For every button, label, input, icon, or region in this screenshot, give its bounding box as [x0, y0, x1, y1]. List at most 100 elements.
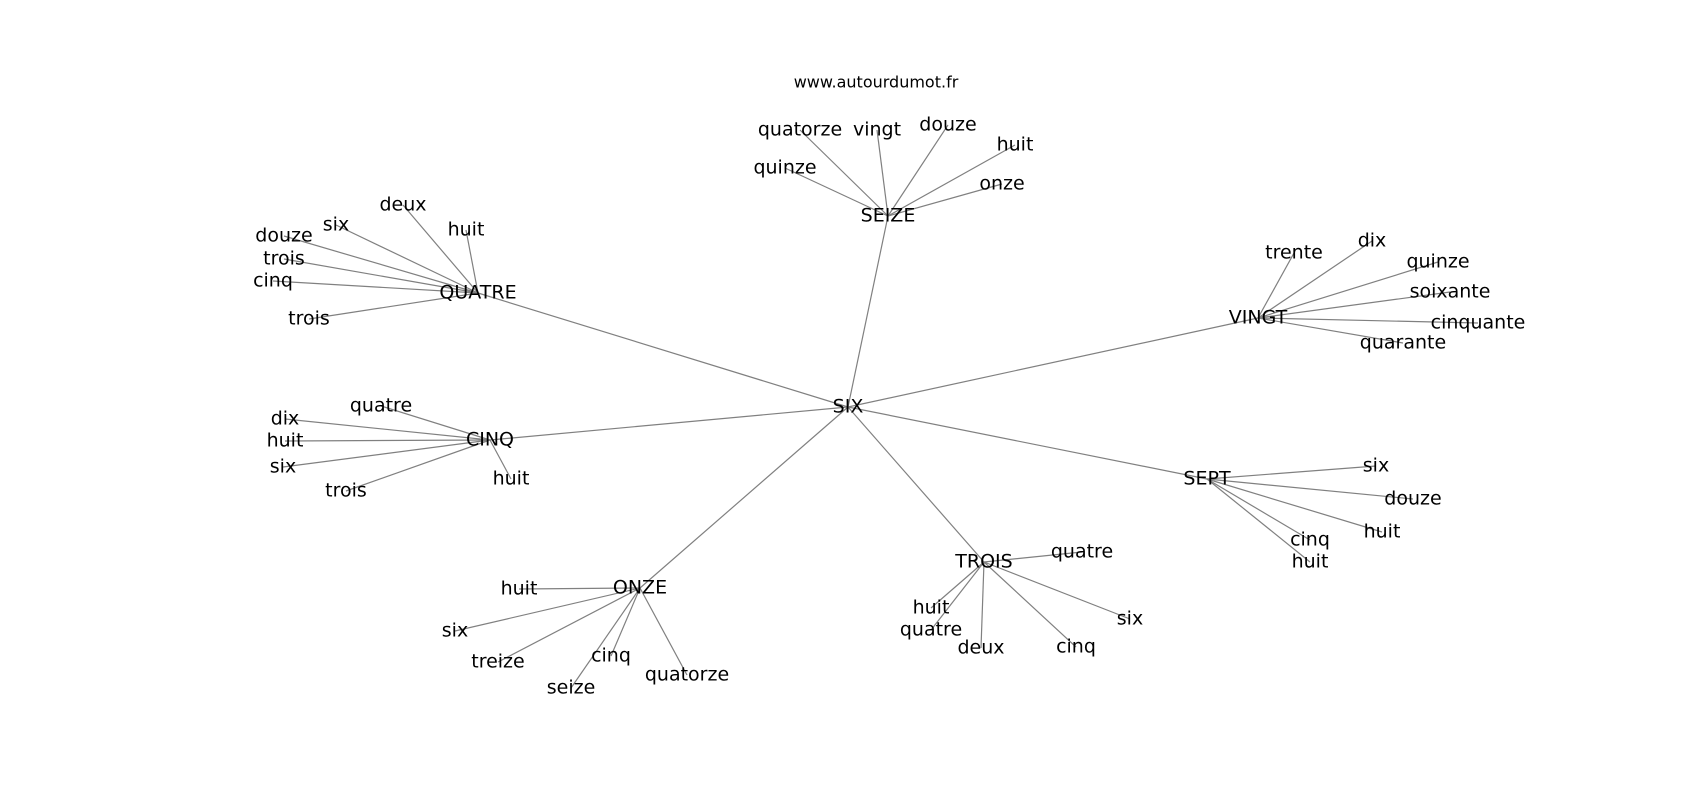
related-word: huit — [1364, 521, 1401, 543]
edge-trois-5 — [983, 561, 1131, 620]
related-word: quatorze — [645, 664, 729, 686]
site-label: www.autourdumot.fr — [794, 73, 959, 92]
center-word: SIX — [833, 396, 864, 418]
edge-sept-2 — [1206, 478, 1383, 533]
hub-word-trois: TROIS — [954, 551, 1012, 573]
hub-word-seize: SEIZE — [861, 205, 916, 227]
hub-word-cinq: CINQ — [466, 429, 514, 451]
hub-word-onze: ONZE — [613, 577, 667, 599]
edge-cinq-2 — [284, 439, 491, 442]
related-word: deux — [379, 194, 426, 216]
edge-vingt-2 — [1257, 261, 1439, 319]
related-word: douze — [255, 225, 312, 247]
edge-vingt-1 — [1257, 240, 1373, 319]
edge-onze-0 — [518, 587, 641, 590]
edge-vingt-5 — [1257, 317, 1404, 344]
edge-center-to-cinq — [489, 406, 849, 441]
related-word: six — [442, 620, 468, 642]
related-word: quinze — [1406, 251, 1469, 273]
edge-seize-5 — [887, 183, 1003, 217]
edge-quatre-5 — [272, 280, 479, 294]
edge-trois-4 — [983, 561, 1077, 648]
edge-seize-3 — [887, 144, 1016, 217]
edge-trois-0 — [983, 551, 1083, 563]
edge-center-to-onze — [639, 406, 849, 589]
related-word: six — [270, 456, 296, 478]
related-word: huit — [913, 597, 950, 619]
edge-sept-3 — [1206, 478, 1311, 541]
related-word: quatre — [350, 395, 412, 417]
related-word: cinq — [1290, 529, 1330, 551]
related-word: seize — [547, 677, 596, 699]
edge-onze-1 — [454, 587, 641, 632]
edge-trois-2 — [930, 561, 985, 631]
related-word: quatre — [900, 619, 962, 641]
related-word: huit — [501, 578, 538, 600]
edge-seize-2 — [887, 124, 949, 217]
edge-center-to-seize — [847, 215, 889, 408]
hub-word-quatre: QUATRE — [439, 282, 516, 304]
related-word: cinq — [1056, 636, 1096, 658]
related-word: onze — [979, 173, 1024, 195]
edge-center-to-vingt — [847, 317, 1259, 408]
related-word: quatre — [1051, 541, 1113, 563]
related-word: cinq — [591, 645, 631, 667]
edge-onze-3 — [610, 587, 641, 657]
related-word: cinq — [253, 270, 293, 292]
edge-quatre-3 — [283, 235, 479, 294]
related-word: douze — [919, 114, 976, 136]
related-word: quarante — [1360, 332, 1446, 354]
edge-quatre-4 — [283, 258, 479, 294]
related-word: trois — [288, 308, 330, 330]
edge-onze-2 — [497, 587, 641, 663]
edge-onze-5 — [639, 587, 688, 676]
related-word: dix — [271, 408, 300, 430]
hub-word-vingt: VINGT — [1229, 307, 1288, 329]
edge-seize-1 — [876, 129, 889, 217]
related-word: six — [1117, 608, 1143, 630]
related-word: cinquante — [1431, 312, 1526, 334]
edge-sept-0 — [1206, 465, 1377, 480]
edge-cinq-5 — [489, 439, 512, 480]
edge-cinq-4 — [345, 439, 491, 492]
related-word: huit — [1292, 551, 1329, 573]
related-word: six — [323, 214, 349, 236]
edge-vingt-0 — [1257, 252, 1295, 319]
edge-cinq-0 — [380, 405, 491, 441]
edge-seize-0 — [799, 129, 889, 217]
edge-sept-1 — [1206, 478, 1414, 500]
edge-quatre-6 — [308, 292, 479, 320]
related-word: quatorze — [758, 119, 842, 141]
related-word: huit — [493, 468, 530, 490]
related-word: douze — [1384, 488, 1441, 510]
edge-seize-4 — [784, 167, 889, 217]
related-word: trois — [263, 248, 305, 270]
related-word: quinze — [753, 157, 816, 179]
edge-center-to-sept — [847, 406, 1208, 480]
related-word: six — [1363, 455, 1389, 477]
hub-word-sept: SEPT — [1183, 468, 1231, 490]
edge-sept-4 — [1206, 478, 1311, 563]
edge-quatre-2 — [465, 229, 479, 294]
edge-center-to-quatre — [477, 292, 849, 408]
related-word: trois — [325, 480, 367, 502]
edge-center-to-trois — [847, 406, 985, 563]
edge-cinq-3 — [282, 439, 491, 468]
related-word: vingt — [853, 119, 901, 141]
edge-quatre-0 — [402, 204, 479, 294]
edge-cinq-1 — [284, 418, 491, 441]
edge-trois-3 — [980, 561, 985, 649]
related-word: dix — [1358, 230, 1387, 252]
edge-trois-1 — [930, 561, 985, 609]
edge-vingt-3 — [1257, 291, 1451, 319]
related-word: soixante — [1410, 281, 1491, 303]
related-word: huit — [267, 430, 304, 452]
related-word: deux — [957, 637, 1004, 659]
related-word: treize — [471, 651, 524, 673]
edge-onze-4 — [570, 587, 641, 689]
related-word: huit — [448, 219, 485, 241]
graph-labels: www.autourdumot.fr SIX SEIZE quatorze ving… — [253, 73, 1525, 699]
graph-edges — [272, 124, 1479, 689]
related-word: huit — [997, 134, 1034, 156]
